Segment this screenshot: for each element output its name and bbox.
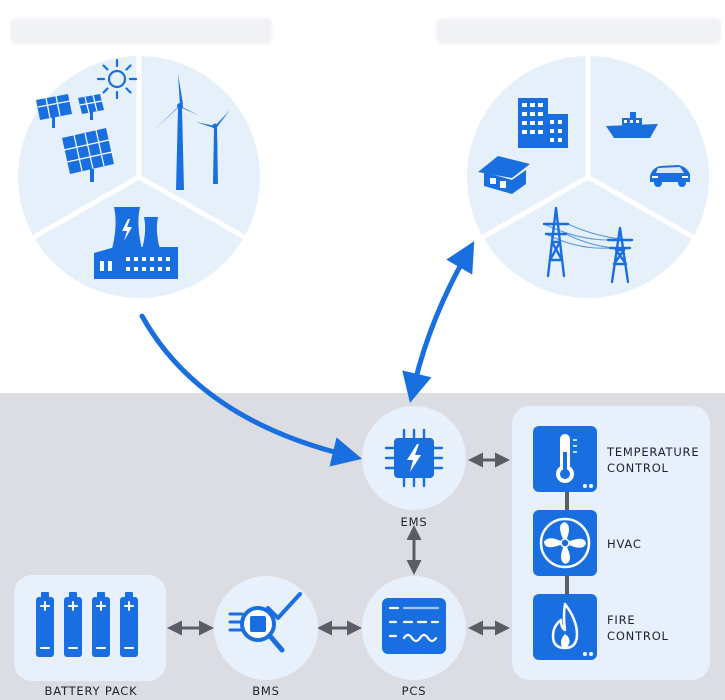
pcs-label: PCS bbox=[401, 684, 427, 698]
transmission-tower-icon bbox=[542, 206, 634, 284]
solar-panel-icon bbox=[36, 94, 114, 182]
battery-pack-label: BATTERY PACK bbox=[44, 684, 138, 698]
generation-divider-lines bbox=[32, 56, 246, 240]
bms-label: BMS bbox=[252, 684, 280, 698]
house-icon bbox=[478, 156, 530, 194]
battery-icon bbox=[36, 592, 138, 657]
fire-control-label: FIRE CONTROL bbox=[607, 613, 669, 643]
power-plant-icon bbox=[94, 207, 178, 279]
ship-icon bbox=[606, 112, 658, 138]
generation-to-ems-arrow bbox=[139, 313, 363, 467]
wind-turbine-icon bbox=[154, 74, 230, 190]
sun-icon bbox=[96, 58, 138, 100]
consumption-divider-lines bbox=[481, 56, 695, 240]
consumption-heading-blurred bbox=[436, 18, 721, 44]
temperature-control-label: TEMPERATURE CONTROL bbox=[607, 445, 700, 475]
bms-magnifier-icon bbox=[228, 592, 302, 653]
thermometer-icon bbox=[533, 426, 597, 492]
generation-heading-blurred bbox=[10, 18, 272, 44]
fan-icon bbox=[533, 510, 597, 576]
chip-icon bbox=[384, 428, 444, 488]
flame-icon bbox=[533, 594, 597, 660]
electric-car-icon bbox=[650, 165, 690, 187]
ems-label: EMS bbox=[400, 515, 428, 529]
hvac-label: HVAC bbox=[607, 537, 642, 551]
building-icon bbox=[518, 98, 568, 148]
ems-consumption-arrow bbox=[402, 241, 475, 404]
pcs-converter-icon bbox=[382, 598, 446, 654]
